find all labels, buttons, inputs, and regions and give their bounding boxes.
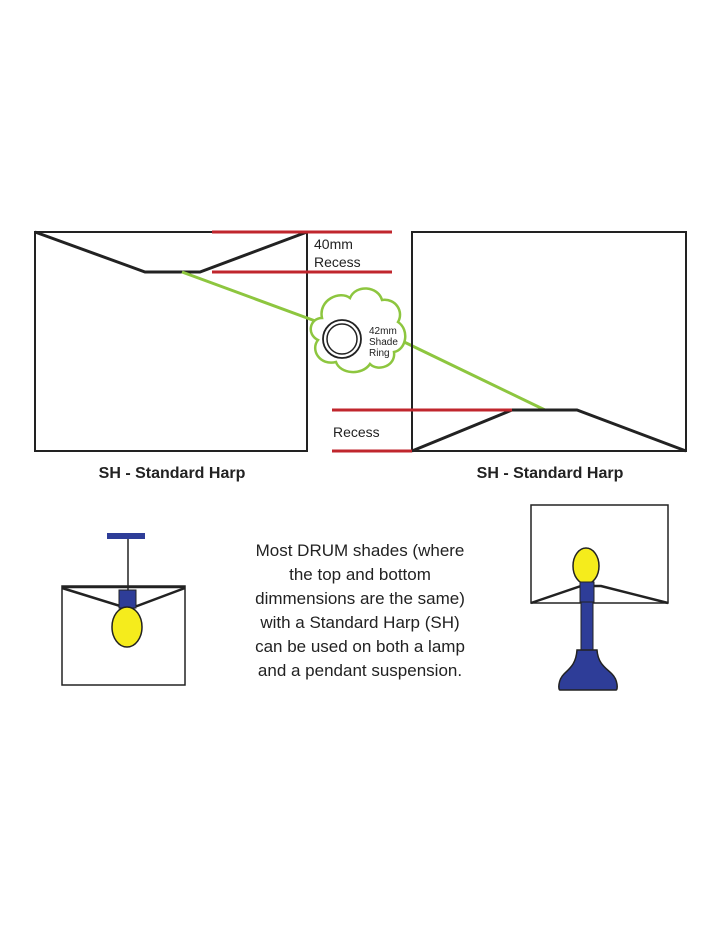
svg-text:and a pendant suspension.: and a pendant suspension. <box>258 661 462 680</box>
leader-line-left <box>181 270 319 324</box>
right-shade: Recess <box>332 231 687 453</box>
left-caption: SH - Standard Harp <box>99 465 246 482</box>
svg-text:Most DRUM shades (where: Most DRUM shades (where <box>256 541 465 560</box>
pendant-illustration <box>61 533 186 686</box>
shade-ring-callout: 42mm Shade Ring <box>309 287 407 374</box>
svg-text:the top and bottom: the top and bottom <box>289 565 431 584</box>
ring-inner <box>326 323 358 355</box>
table-lamp-illustration <box>530 504 669 691</box>
recess-label-1: 40mm <box>314 236 353 252</box>
left-shade: 40mm Recess <box>34 230 392 452</box>
recess-label-right: Recess <box>333 424 380 440</box>
bulb-icon <box>572 547 600 585</box>
svg-text:dimmensions are the same): dimmensions are the same) <box>255 589 465 608</box>
ring-outer <box>322 319 362 359</box>
ring-label-3: Ring <box>369 348 390 359</box>
bulb-icon <box>111 606 143 648</box>
svg-text:with a Standard Harp (SH): with a Standard Harp (SH) <box>259 613 459 632</box>
ring-label-1: 42mm <box>369 326 397 337</box>
description: Most DRUM shades (where the top and bott… <box>255 541 465 680</box>
ring-label-2: Shade <box>369 337 398 348</box>
recess-label-2: Recess <box>314 254 361 270</box>
right-caption: SH - Standard Harp <box>477 465 624 482</box>
svg-text:can be used on both a lamp: can be used on both a lamp <box>255 637 465 656</box>
leader-line-right <box>399 338 546 412</box>
